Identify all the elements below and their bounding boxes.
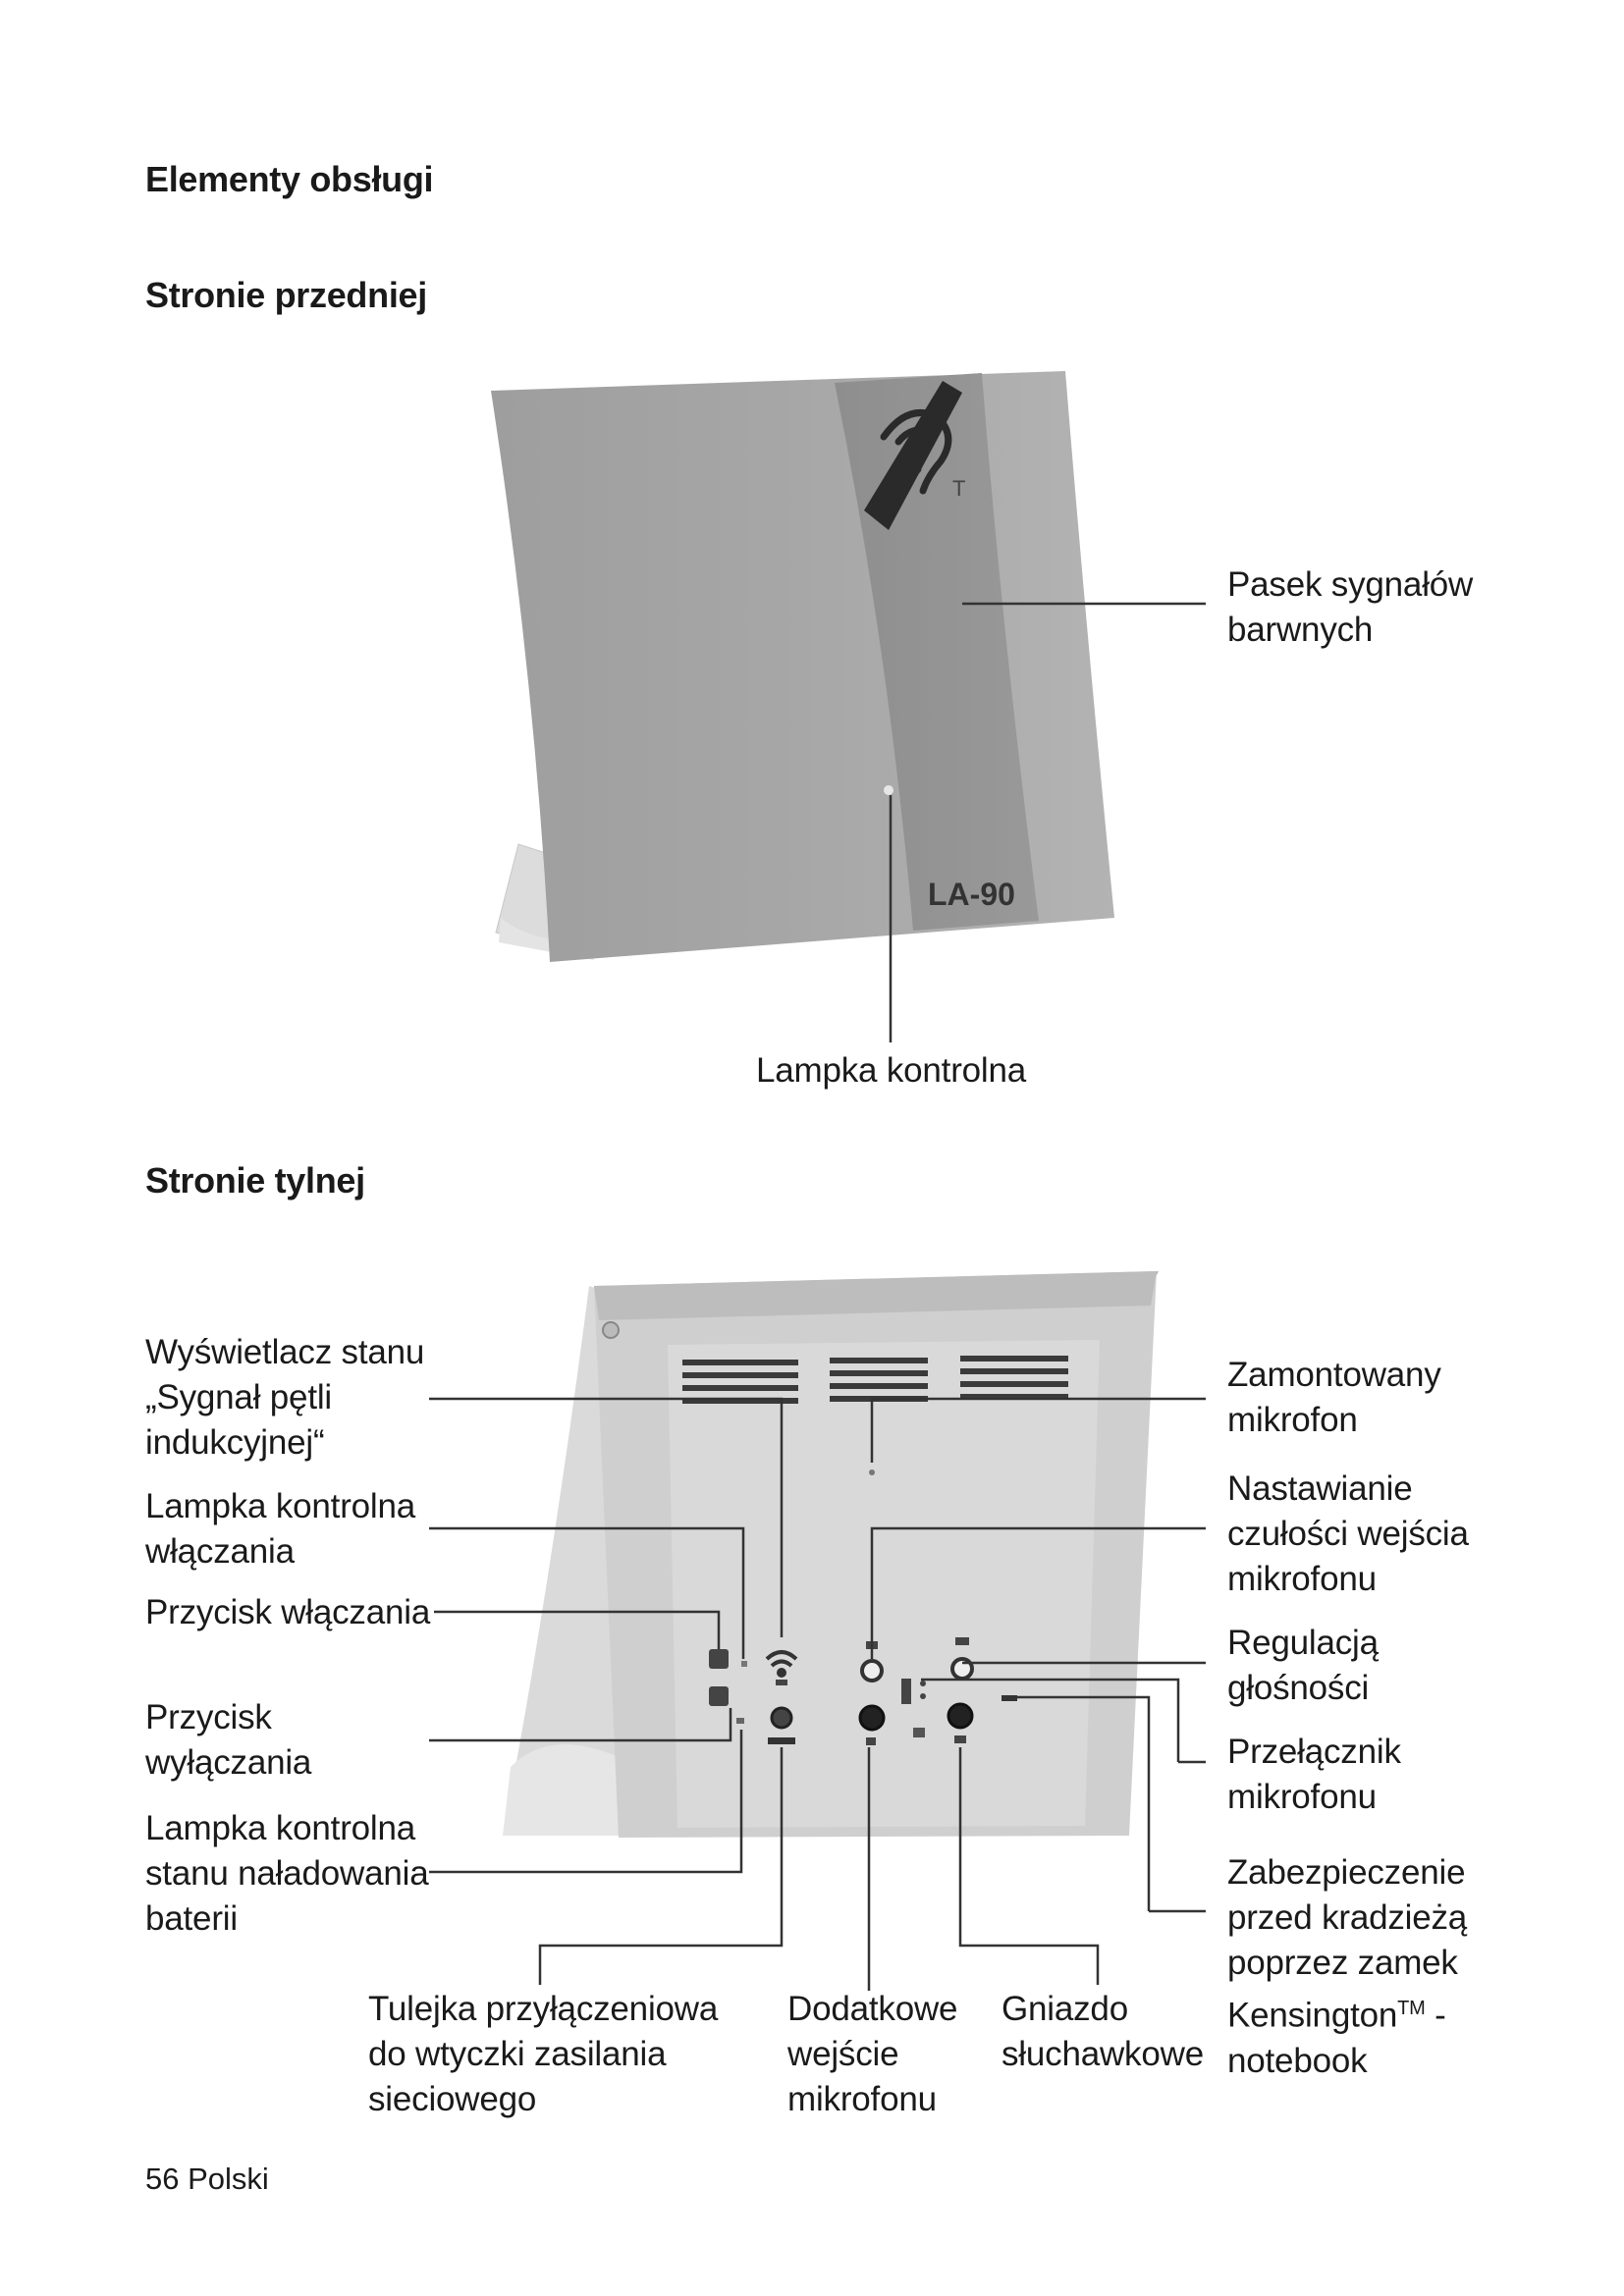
kensington-slot bbox=[1001, 1695, 1017, 1701]
label-kensington-dash: - bbox=[1426, 1997, 1446, 2035]
trademark-mark: TM bbox=[1397, 1998, 1425, 2019]
power-socket bbox=[772, 1708, 791, 1728]
builtin-mic-hole bbox=[869, 1469, 875, 1475]
screw-icon bbox=[603, 1322, 619, 1338]
label-power-on-button: Przycisk włączania bbox=[145, 1590, 434, 1635]
mic-switch bbox=[901, 1679, 911, 1704]
label-volume: Regulacją głośności bbox=[1227, 1621, 1379, 1711]
label-extra-mic: Dodatkowe wejście mikrofonu bbox=[787, 1987, 957, 2122]
page-footer: 56 Polski bbox=[145, 2162, 269, 2197]
label-power-socket: Tulejka przyłączeniowa do wtyczki zasila… bbox=[368, 1987, 718, 2122]
label-kensington: Zabezpieczenie przed kradzieżą poprzez z… bbox=[1227, 1850, 1467, 2084]
label-mic-sensitivity: Nastawianie czułości wejścia mikrofonu bbox=[1227, 1467, 1469, 1602]
label-builtin-mic: Zamontowany mikrofon bbox=[1227, 1353, 1441, 1443]
label-status-display: Wyświetlacz stanu „Sygnał pętli indukcyj… bbox=[145, 1330, 424, 1466]
label-power-indicator: Lampka kontrolna włączania bbox=[145, 1484, 415, 1575]
label-kensington-notebook: notebook bbox=[1227, 2042, 1367, 2080]
label-power-off-button: Przycisk wyłączania bbox=[145, 1695, 311, 1786]
label-mic-switch: Przełącznik mikrofonu bbox=[1227, 1730, 1401, 1820]
extra-mic-jack bbox=[860, 1706, 884, 1730]
label-battery-indicator: Lampka kontrolna stanu naładowania bater… bbox=[145, 1806, 429, 1942]
back-inner-panel bbox=[668, 1340, 1100, 1828]
mic-sensitivity-knob bbox=[862, 1661, 882, 1681]
label-headphone: Gniazdo słuchawkowe bbox=[1001, 1987, 1204, 2077]
power-on-button bbox=[709, 1649, 729, 1669]
headphone-jack bbox=[948, 1704, 972, 1728]
power-off-button bbox=[709, 1686, 729, 1706]
